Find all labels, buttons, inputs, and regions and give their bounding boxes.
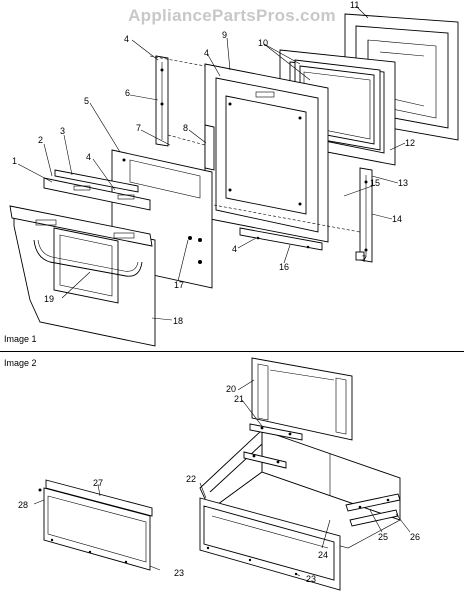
callout-4-left: 4 — [86, 152, 91, 162]
callout-17: 17 — [174, 280, 184, 290]
part-8-hinge-receptacle — [204, 124, 215, 171]
callout-7-left: 7 — [136, 123, 141, 133]
callout-10: 10 — [258, 38, 268, 48]
section-label-image-1: Image 1 — [4, 334, 37, 344]
part-22-drawer-front — [199, 497, 341, 591]
callout-21: 21 — [234, 394, 244, 404]
callout-25: 25 — [378, 532, 388, 542]
part-24-drawer-body — [199, 428, 401, 549]
section-divider — [0, 351, 464, 352]
callout-2: 2 — [38, 135, 43, 145]
part-26-drawer-glide-rail — [349, 509, 399, 527]
part-16-bottom-strip — [239, 227, 323, 251]
part-20-drawer-back — [251, 357, 353, 441]
leader-lines-image-1 — [17, 5, 406, 321]
part-3-top-trim — [54, 169, 139, 193]
part-2-top-trim-end — [43, 177, 151, 211]
part-6-left-trim — [155, 55, 169, 147]
callout-4-bottom: 4 — [232, 244, 237, 254]
callout-23-right: 23 — [306, 574, 316, 584]
callout-6: 6 — [125, 88, 130, 98]
callout-7-right: 7 — [362, 254, 367, 264]
watermark: AppliancePartsPros.com — [128, 6, 336, 25]
callout-11: 11 — [350, 0, 359, 10]
callout-26: 26 — [410, 532, 420, 542]
callout-23-left: 23 — [174, 568, 184, 578]
callout-5: 5 — [84, 96, 89, 106]
part-27-drawer-trim — [45, 479, 153, 517]
callout-13: 13 — [398, 178, 408, 188]
part-28-drawer-front-panel — [38, 487, 151, 571]
callout-24: 24 — [318, 550, 328, 560]
part-21-drawer-glides — [243, 423, 303, 469]
callout-18: 18 — [173, 316, 183, 326]
part-18-outer-door-panel — [9, 205, 156, 347]
callout-19: 19 — [44, 294, 54, 304]
callout-8: 8 — [183, 123, 188, 133]
callout-14: 14 — [392, 214, 402, 224]
leader-lines-image-2 — [33, 379, 411, 577]
callout-4-mid: 4 — [204, 48, 209, 58]
part-17-screw — [188, 236, 192, 240]
callout-16: 16 — [279, 262, 289, 272]
callout-9: 9 — [222, 30, 227, 40]
callout-12: 12 — [405, 138, 415, 148]
part-7-hinge-bottom — [355, 251, 365, 261]
callout-1: 1 — [12, 156, 17, 166]
part-19-door-handle — [33, 239, 143, 277]
part-9-inner-door-panel — [204, 63, 329, 243]
callout-28: 28 — [18, 500, 28, 510]
callout-15: 15 — [370, 178, 380, 188]
callout-4-top: 4 — [124, 34, 129, 44]
section-label-image-2: Image 2 — [4, 358, 37, 368]
callout-27: 27 — [93, 478, 103, 488]
part-25-drawer-bracket — [345, 493, 401, 512]
callout-3: 3 — [60, 126, 65, 136]
callout-20: 20 — [226, 384, 236, 394]
callout-22: 22 — [186, 474, 196, 484]
